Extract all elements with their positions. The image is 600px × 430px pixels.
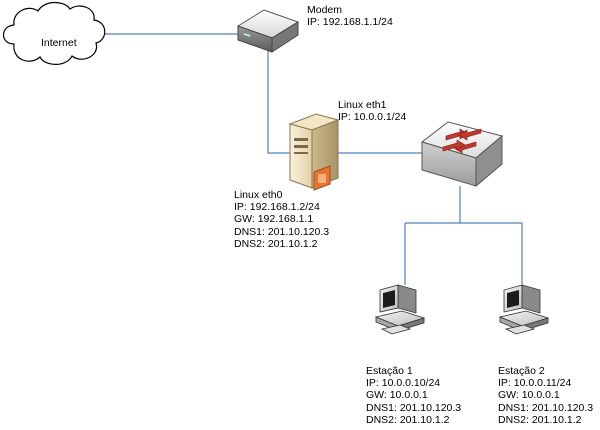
workstation-icon <box>374 284 426 335</box>
workstation-icon <box>498 284 550 335</box>
estacao2-gw: GW: 10.0.0.1 <box>498 389 560 402</box>
estacao1-ip: IP: 10.0.0.10/24 <box>366 377 441 390</box>
estacao1-dns1: DNS1: 201.10.120.3 <box>366 401 462 414</box>
estacao2-ip: IP: 10.0.0.11/24 <box>498 377 572 390</box>
modem-icon <box>236 9 300 53</box>
linux-eth0-dns2: DNS2: 201.10.1.2 <box>234 237 318 250</box>
linux-eth0-name: Linux eth0 <box>234 189 283 201</box>
estacao2-name: Estação 2 <box>498 365 545 377</box>
modem-name: Modem <box>307 4 343 16</box>
estacao1-dns2: DNS2: 201.10.1.2 <box>366 413 450 426</box>
modem-ip: IP: 192.168.1.1/24 <box>307 16 393 29</box>
estacao2-dns2: DNS2: 201.10.1.2 <box>498 413 582 426</box>
linux-eth0-ip: IP: 192.168.1.2/24 <box>234 201 320 214</box>
linux-eth0-dns1: DNS1: 201.10.120.3 <box>234 225 330 238</box>
estacao1-label: Estação 1 IP: 10.0.0.10/24 GW: 10.0.0.1 … <box>366 365 461 426</box>
cloud-icon <box>2 1 106 65</box>
linux-eth1-name: Linux eth1 <box>338 99 387 111</box>
linux-eth0-label: Linux eth0 IP: 192.168.1.2/24 GW: 192.16… <box>234 189 329 250</box>
network-links <box>98 33 523 285</box>
linux-eth1-label: Linux eth1 IP: 10.0.0.1/24 <box>338 99 406 123</box>
estacao2-dns1: DNS1: 201.10.120.3 <box>498 401 594 414</box>
link-modem-server <box>267 50 290 154</box>
switch-icon <box>420 121 504 188</box>
internet-label: Internet <box>41 37 77 49</box>
estacao2-label: Estação 2 IP: 10.0.0.11/24 GW: 10.0.0.1 … <box>498 365 593 426</box>
linux-eth0-gw: GW: 192.168.1.1 <box>234 213 314 226</box>
modem-label: Modem IP: 192.168.1.1/24 <box>307 4 393 28</box>
estacao1-name: Estação 1 <box>366 365 413 377</box>
estacao1-gw: GW: 10.0.0.1 <box>366 389 428 402</box>
linux-eth1-ip: IP: 10.0.0.1/24 <box>338 111 407 124</box>
server-icon <box>288 113 340 191</box>
